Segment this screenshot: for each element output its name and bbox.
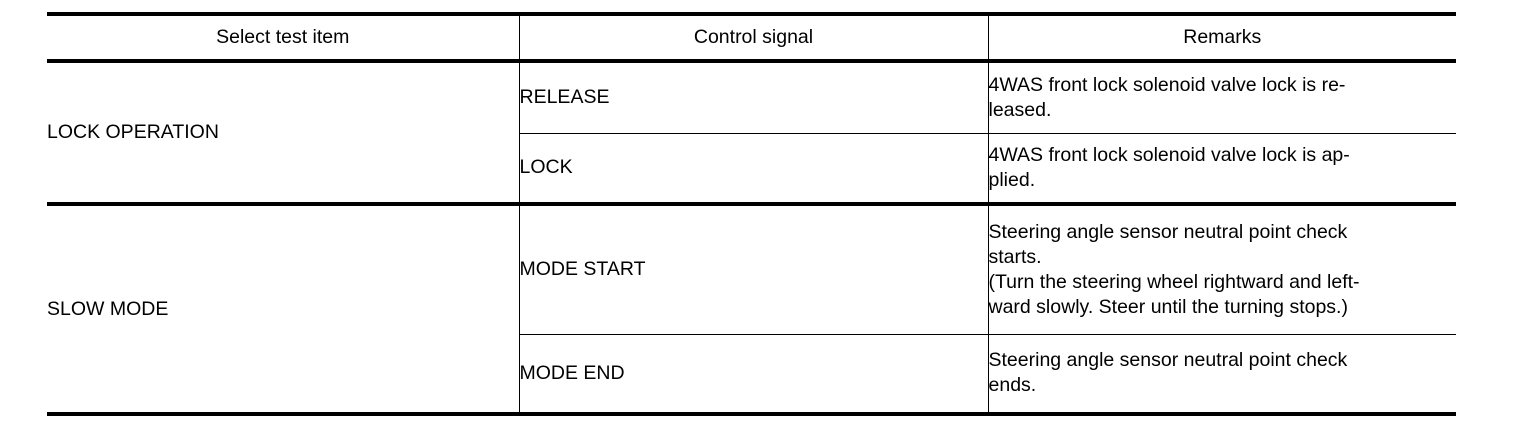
table-row: MODE END Steering angle sensor neutral p… (47, 333, 1456, 414)
table-row: LOCK 4WAS front lock solenoid valve lock… (47, 132, 1456, 204)
control-signal-lock: LOCK (518, 132, 988, 204)
remarks-release: 4WAS front lock solenoid valve lock is r… (987, 61, 1456, 133)
column-header-remarks: Remarks (987, 14, 1456, 63)
remarks-line: (Turn the steering wheel rightward and l… (988, 270, 1360, 293)
control-signal-mode-start: MODE START (518, 202, 988, 334)
test-item-slow-mode: SLOW MODE (47, 202, 519, 414)
control-signal-mode-end: MODE END (518, 333, 988, 414)
remarks-line: 4WAS front lock solenoid valve lock is r… (988, 73, 1346, 96)
remarks-lock: 4WAS front lock solenoid valve lock is a… (987, 132, 1456, 204)
remarks-line: Steering angle sensor neutral point chec… (988, 220, 1348, 243)
remarks-line: plied. (988, 168, 1036, 191)
column-header-select-test-item: Select test item (47, 14, 519, 63)
control-signal-release: RELEASE (518, 61, 988, 133)
test-item-lock-operation: LOCK OPERATION (47, 121, 219, 143)
table-row: SLOW MODE MODE START Steering angle sens… (47, 202, 1456, 414)
remarks-line: leased. (988, 98, 1052, 121)
table-row: LOCK OPERATION RELEASE 4WAS front lock s… (47, 61, 1456, 143)
remarks-line: starts. (988, 245, 1042, 268)
remarks-line: 4WAS front lock solenoid valve lock is a… (988, 143, 1350, 166)
remarks-line: ends. (988, 374, 1037, 397)
column-header-control-signal: Control signal (518, 14, 988, 63)
table-header-row: Select test item Control signal Remarks (47, 14, 1456, 63)
remarks-line: ward slowly. Steer until the turning sto… (988, 295, 1348, 318)
diagnosis-test-mode-table: Select test item Control signal Remarks … (47, 12, 1456, 416)
remarks-line: Steering angle sensor neutral point chec… (988, 349, 1348, 372)
remarks-mode-start: Steering angle sensor neutral point chec… (987, 202, 1456, 334)
remarks-mode-end: Steering angle sensor neutral point chec… (987, 333, 1456, 414)
